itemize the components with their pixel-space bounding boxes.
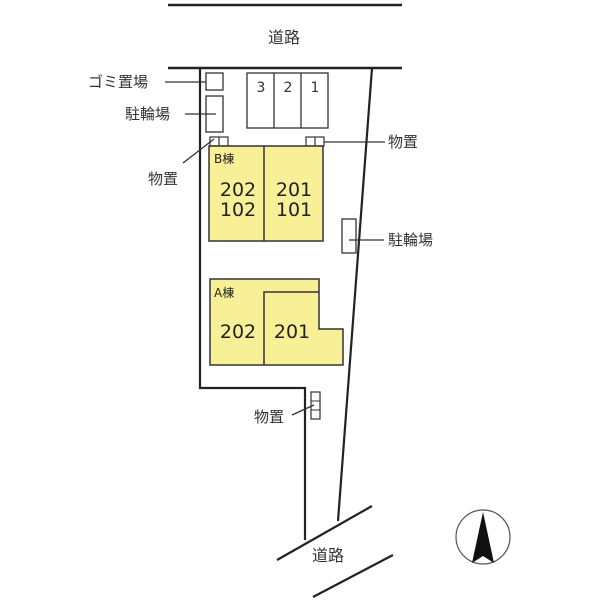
bottom-road-edge-1 <box>276 505 373 561</box>
unit-102: 102 <box>219 198 257 221</box>
building-b-unit-right: 201 101 <box>266 179 322 221</box>
garbage-area <box>205 72 224 91</box>
building-b-name: B棟 <box>214 152 235 166</box>
building-a-unit-201: 201 <box>273 321 311 343</box>
north-arrow-icon <box>455 509 511 565</box>
bottom-road-label: 道路 <box>312 546 345 565</box>
right-property-line <box>336 67 374 522</box>
garbage-label: ゴミ置場 <box>88 73 149 91</box>
parking-slot-3: 3 <box>256 80 266 96</box>
storage-bottom-box <box>310 391 321 420</box>
storage-bottom-leader <box>291 404 315 416</box>
building-b <box>208 145 324 242</box>
storage-bottom-label: 物置 <box>254 408 285 426</box>
building-a <box>209 278 344 366</box>
bicycle-left-label: 駐輪場 <box>125 105 171 123</box>
top-road-label: 道路 <box>268 28 301 47</box>
unit-202: 202 <box>219 179 257 201</box>
building-a-name: A棟 <box>214 286 235 300</box>
unit-101: 101 <box>275 198 313 221</box>
storage-left-leader <box>182 138 215 164</box>
bottom-road-edge-2 <box>312 554 394 598</box>
unit-201: 201 <box>275 179 313 201</box>
storage-top-right-label: 物置 <box>388 133 419 151</box>
storage-top-left-label: 物置 <box>148 170 179 188</box>
parking-slot-1: 1 <box>310 80 320 96</box>
building-b-unit-left: 202 102 <box>212 179 264 221</box>
parking-slot-2: 2 <box>283 80 293 96</box>
left-property-line <box>198 68 307 540</box>
bicycle-right-label: 駐輪場 <box>388 231 434 249</box>
bicycle-parking-right <box>341 218 357 254</box>
building-a-unit-202: 202 <box>219 321 257 343</box>
parking-area <box>246 72 329 129</box>
